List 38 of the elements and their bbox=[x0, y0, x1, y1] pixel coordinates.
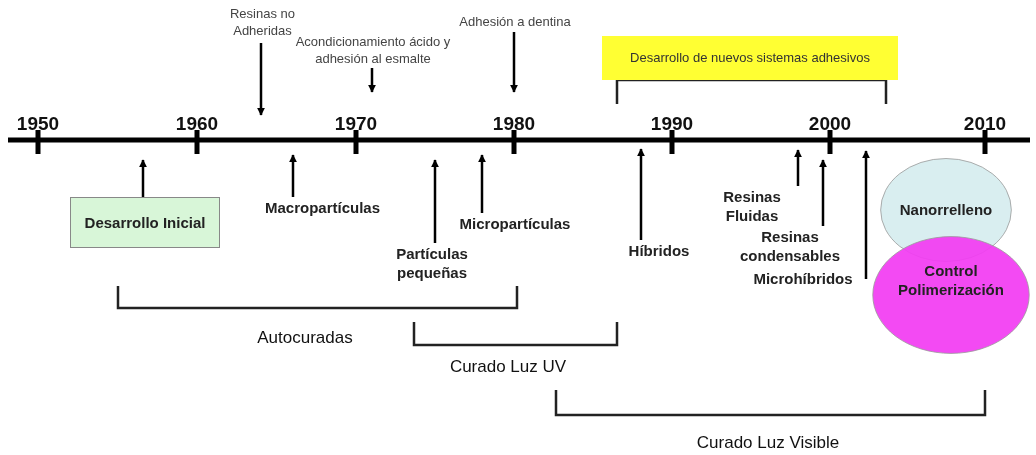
label-text: Híbridos bbox=[628, 241, 690, 261]
highlight-box bbox=[602, 36, 898, 80]
arrow bbox=[510, 32, 518, 93]
year-label: 2000 bbox=[808, 113, 852, 133]
arrow bbox=[794, 149, 802, 186]
year-label: 1950 bbox=[16, 113, 60, 133]
ellipse bbox=[872, 236, 1030, 354]
period-label: Curado Luz Visible bbox=[696, 433, 840, 453]
process-box bbox=[70, 197, 220, 248]
label-text: Desarrollo Inicial bbox=[84, 212, 206, 233]
year-label: 1990 bbox=[650, 113, 694, 133]
year-label: 1970 bbox=[334, 113, 378, 133]
period-label: Curado Luz UV bbox=[449, 357, 567, 377]
label-text: Adhesión a dentina bbox=[459, 13, 571, 31]
label-text: Resinas condensables bbox=[738, 226, 841, 266]
arrow bbox=[819, 159, 827, 226]
year-label: 1980 bbox=[492, 113, 536, 133]
arrow bbox=[637, 148, 645, 240]
label-text: Resinas no Adheridas bbox=[228, 6, 296, 40]
arrow bbox=[368, 68, 376, 93]
arrow bbox=[289, 154, 297, 197]
label-text: Control Polimerización bbox=[897, 260, 1005, 300]
arrow bbox=[431, 159, 439, 243]
label-text: Micropartículas bbox=[459, 214, 571, 234]
label-text: Microhíbridos bbox=[753, 269, 853, 289]
label-text: Resinas Fluidas bbox=[722, 186, 782, 226]
year-label: 2010 bbox=[963, 113, 1007, 133]
arrow bbox=[862, 150, 870, 279]
label-text: Macropartículas bbox=[264, 198, 380, 218]
arrow bbox=[139, 159, 147, 197]
label-text: Acondicionamiento ácido y adhesión al esmalte bbox=[294, 34, 452, 68]
year-label: 1960 bbox=[175, 113, 219, 133]
period-label: Autocuradas bbox=[257, 328, 353, 348]
label-text: Desarrollo de nuevos sistemas adhesivos bbox=[630, 49, 870, 67]
label-text: Partículas pequeñas bbox=[395, 243, 469, 283]
arrow bbox=[257, 43, 265, 116]
label-text: Nanorrelleno bbox=[899, 200, 993, 220]
arrow bbox=[478, 154, 486, 213]
